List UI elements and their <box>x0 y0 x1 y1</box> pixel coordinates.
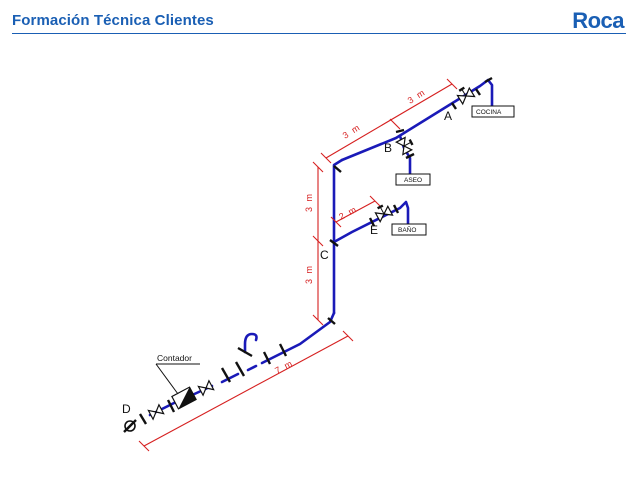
dim-line-upper <box>325 83 453 159</box>
elbow-marker-a <box>484 76 493 84</box>
point-label-d: D <box>122 402 131 416</box>
meter-leader-line <box>155 363 179 395</box>
elbow-marker-bottom <box>327 317 336 325</box>
dim-tick-main-end <box>342 330 354 342</box>
joint-main-4 <box>234 361 246 377</box>
pipe-upper-run <box>340 78 494 162</box>
joint-e-2 <box>392 204 400 214</box>
supply-connection-icon <box>123 413 148 433</box>
fixture-label-aseo: ASEO <box>404 177 422 184</box>
fixture-label-cocina: COCINA <box>476 109 502 116</box>
dim-tick-branch-e-start <box>330 216 342 228</box>
pipe-riser <box>332 158 344 315</box>
joint-main-2 <box>278 343 288 357</box>
pipe-meter-stub <box>243 332 258 354</box>
dim-tick-main-start <box>138 440 150 452</box>
point-label-c: C <box>320 248 329 262</box>
fixture-bano: BAÑO <box>391 223 427 236</box>
dim-line-branch-e <box>335 200 376 223</box>
tee-meter <box>237 346 253 358</box>
dim-text-upper-run-a: 3 m <box>406 87 428 106</box>
dim-tick-branch-e-end <box>369 195 381 207</box>
meter-label: Contador <box>157 353 192 363</box>
dim-text-riser-upper: 3 m <box>304 192 314 212</box>
valve-d-icon <box>147 403 165 421</box>
fixture-cocina: COCINA <box>471 105 515 118</box>
valve-e-icon <box>374 204 394 224</box>
point-label-b: B <box>384 141 392 155</box>
fixture-label-bano: BAÑO <box>398 225 416 234</box>
dim-line-main <box>143 335 349 447</box>
tee-marker-c <box>329 239 339 247</box>
brand-logo: Roca <box>572 8 624 33</box>
joint-e-1 <box>368 217 376 227</box>
valve-b-icon <box>394 136 414 156</box>
dim-tick-upper-start <box>320 152 332 164</box>
dimension-lines <box>138 78 458 452</box>
dim-text-main-run: 7 m <box>273 358 295 376</box>
pipe-branch-e <box>332 200 410 244</box>
dim-text-riser-lower: 3 m <box>304 264 314 284</box>
header-rule <box>12 33 626 34</box>
fittings <box>123 76 493 433</box>
joint-b-1 <box>395 128 405 134</box>
valve-a-icon <box>456 86 476 106</box>
joint-a-2 <box>475 88 481 96</box>
dim-tick-upper-mid <box>389 118 401 130</box>
check-valve-icon <box>197 379 215 397</box>
slide-title: Formación Técnica Clientes <box>12 12 214 29</box>
elbow-marker-top <box>333 165 342 173</box>
meter-icon <box>171 386 197 410</box>
dim-tick-riser-bottom <box>312 314 324 326</box>
dim-tick-upper-end <box>446 78 458 90</box>
dim-tick-riser-mid <box>312 235 324 247</box>
dim-text-branch-e: 2 m <box>337 204 359 222</box>
joint-a-1 <box>451 102 457 110</box>
joint-b-2 <box>405 152 415 160</box>
point-label-a: A <box>444 109 452 123</box>
joint-main-1 <box>262 351 272 365</box>
fixture-aseo: ASEO <box>395 173 431 186</box>
joint-main-3 <box>220 367 232 383</box>
joint-meter-left <box>166 399 176 413</box>
dim-tick-riser-top <box>312 161 324 173</box>
point-label-e: E <box>370 223 378 237</box>
